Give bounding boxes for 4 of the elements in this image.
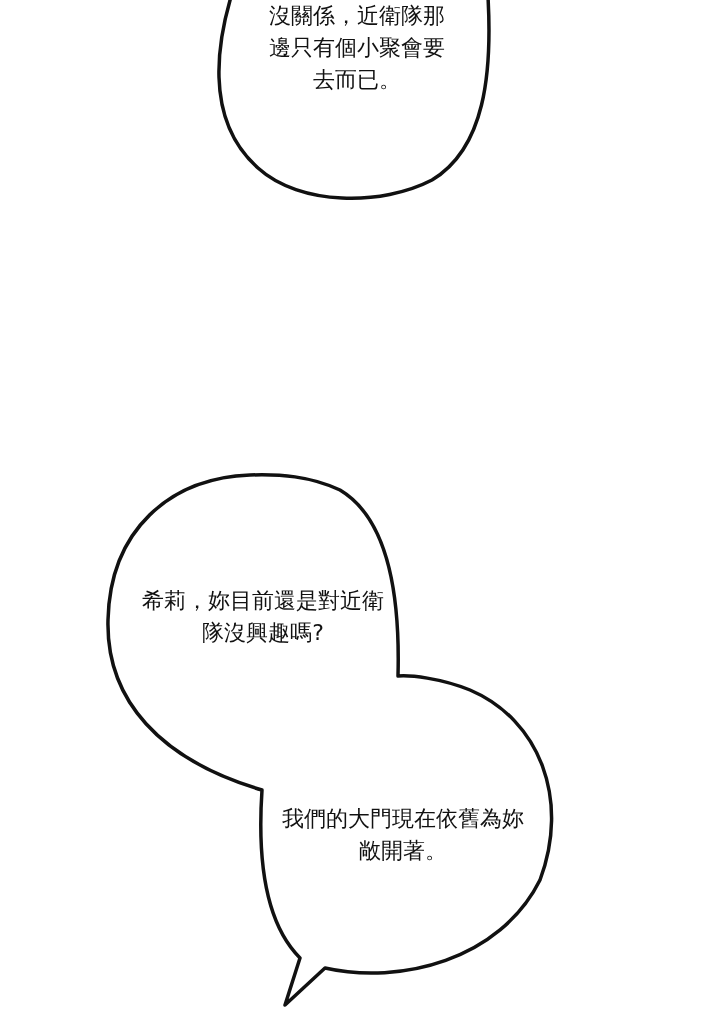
dialogue-text: 我們的大門現在依舊為妳敞開著。 — [281, 805, 525, 865]
dialogue-text: 希莉，妳目前還是對近衛隊沒興趣嗎? — [141, 587, 385, 647]
dialogue-text: 沒關係，近衛隊那邊只有個小聚會要去而已。 — [268, 2, 446, 94]
speech-bubble — [104, 470, 554, 1010]
